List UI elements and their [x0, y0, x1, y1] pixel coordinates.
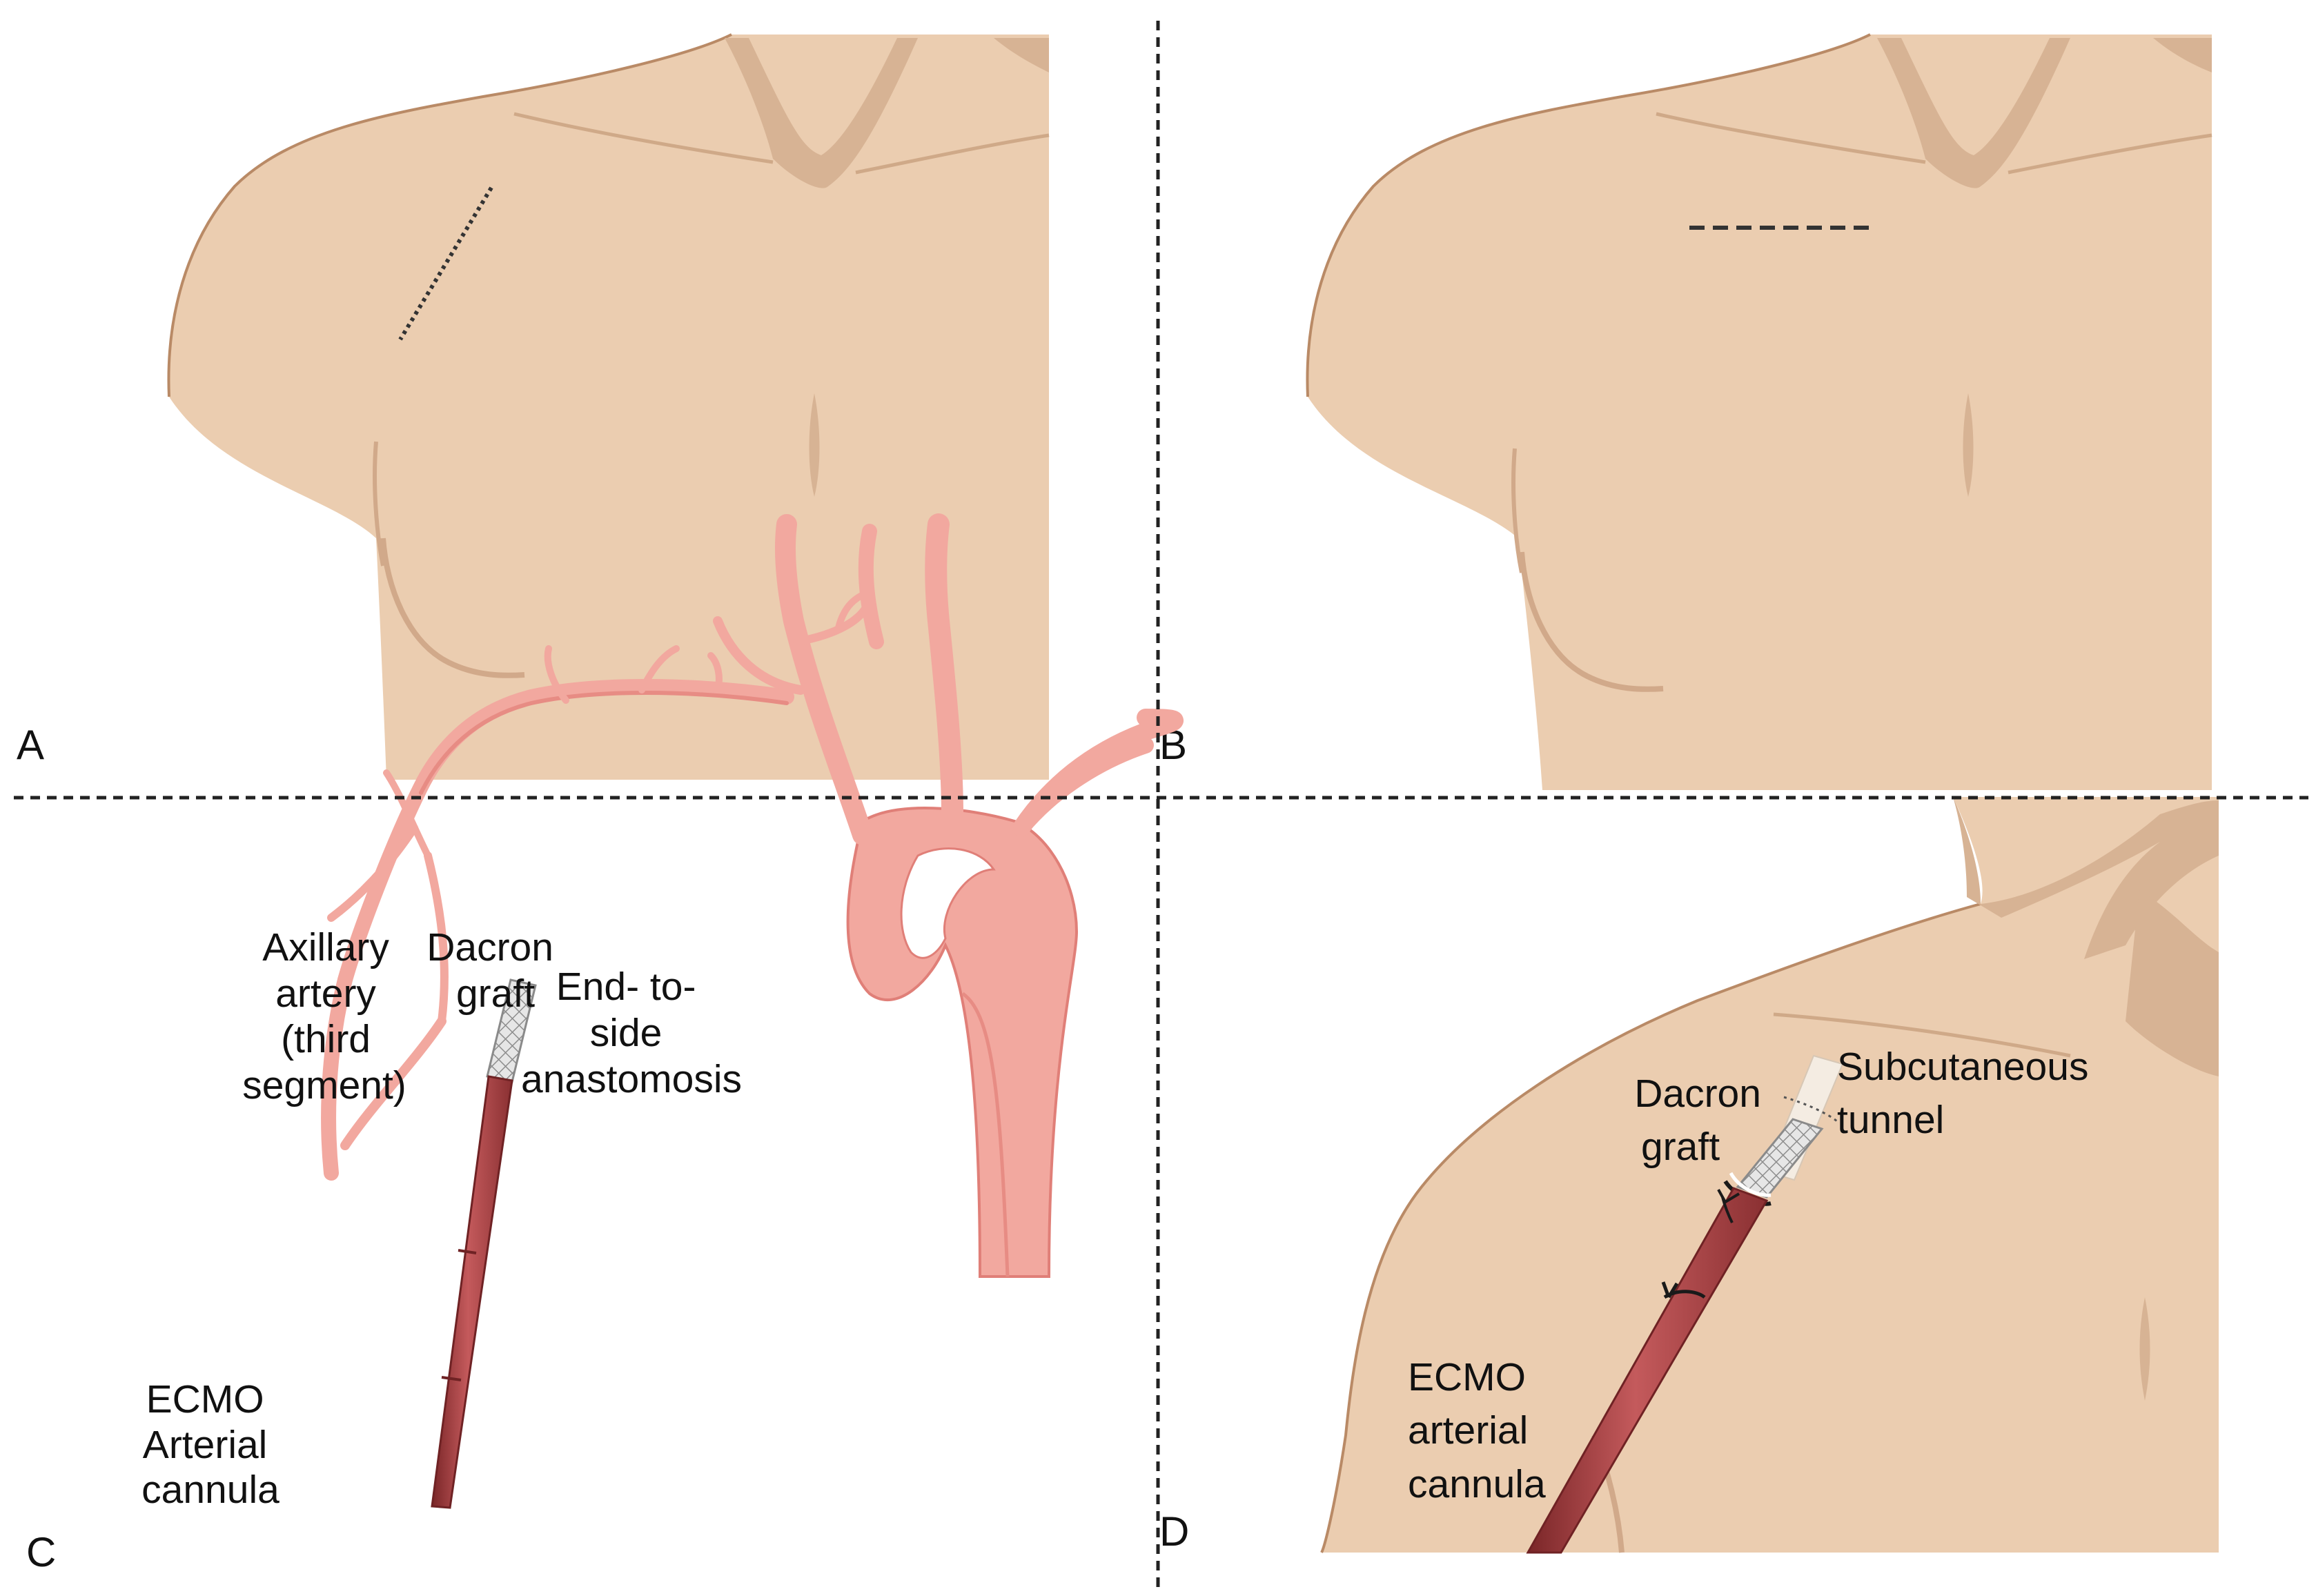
incision-line-a	[398, 186, 493, 341]
torso-a	[168, 35, 1050, 780]
cannula-d-suture-1	[1717, 1189, 1740, 1223]
tunnel-dotted-link	[1783, 1096, 1838, 1123]
pectoral-fold-b	[1519, 551, 1664, 692]
cannula-d-suture-2	[1661, 1281, 1706, 1299]
clavicle-line-a	[513, 112, 774, 164]
panel-letter-c: C	[26, 1529, 56, 1575]
ecmo-cannula-label-d: ECMO arterial cannula	[1408, 1355, 1546, 1506]
dacron-graft-label-d: Dacron graft	[1634, 1072, 1772, 1169]
cannula-c-ring-1	[458, 1249, 477, 1254]
pectoral-fold-a	[380, 538, 525, 678]
axillary-artery-label: Axillary artery (third segment)	[242, 925, 406, 1107]
anastomosis-label: End- to- side anastomosis	[521, 965, 742, 1101]
panel-letter-a: A	[17, 722, 44, 768]
neck-right-shadow-d	[2126, 890, 2219, 1076]
axillary-artery	[321, 645, 794, 1181]
sternum-notch-a	[809, 393, 820, 497]
sternum-notch-b	[1963, 393, 1974, 497]
panel-letter-d: D	[1159, 1508, 1189, 1555]
torso-b	[1307, 35, 2212, 790]
dacron-graft-label-c: Dacron graft	[426, 925, 565, 1016]
clavicle-line-b2	[2008, 133, 2212, 175]
axilla-line-a	[373, 441, 385, 567]
ecmo-cannula-c	[431, 1075, 513, 1509]
clavicle-line-a2	[855, 133, 1050, 175]
ecmo-cannula-label-c: ECMO Arterial cannula	[141, 1377, 279, 1512]
sternum-notch-d	[2139, 1297, 2150, 1401]
neck-right-shadow-a	[994, 38, 1049, 72]
ecmo-cannula-d	[1526, 1187, 1769, 1554]
neck-shadow-a	[725, 38, 918, 188]
dacron-graft-d	[1736, 1118, 1824, 1199]
neck-shadow-b	[1877, 38, 2070, 188]
panel-d	[1320, 797, 2219, 1554]
axilla-line-b	[1511, 448, 1524, 573]
graft-suture-d-inner	[1729, 1172, 1772, 1197]
cannula-c-ring-2	[441, 1376, 462, 1381]
shoulder-outline-d	[1320, 903, 1981, 1553]
aortic-arch	[846, 807, 1079, 1278]
panel-c	[321, 513, 1184, 1509]
panel-b	[1306, 33, 2212, 790]
shoulder-outline-a	[167, 33, 732, 397]
panel-a	[167, 33, 1050, 780]
neck-right-shadow-b	[2153, 38, 2212, 72]
shoulder-outline-b	[1306, 33, 1871, 397]
clavicle-line-b	[1656, 112, 1926, 164]
arch-branches	[713, 513, 1184, 845]
clavicle-line-d	[1773, 1012, 2071, 1058]
subcutaneous-tunnel-label: Subcutaneous tunnel	[1837, 1045, 2099, 1142]
neck-shadow-d	[1953, 797, 2219, 959]
